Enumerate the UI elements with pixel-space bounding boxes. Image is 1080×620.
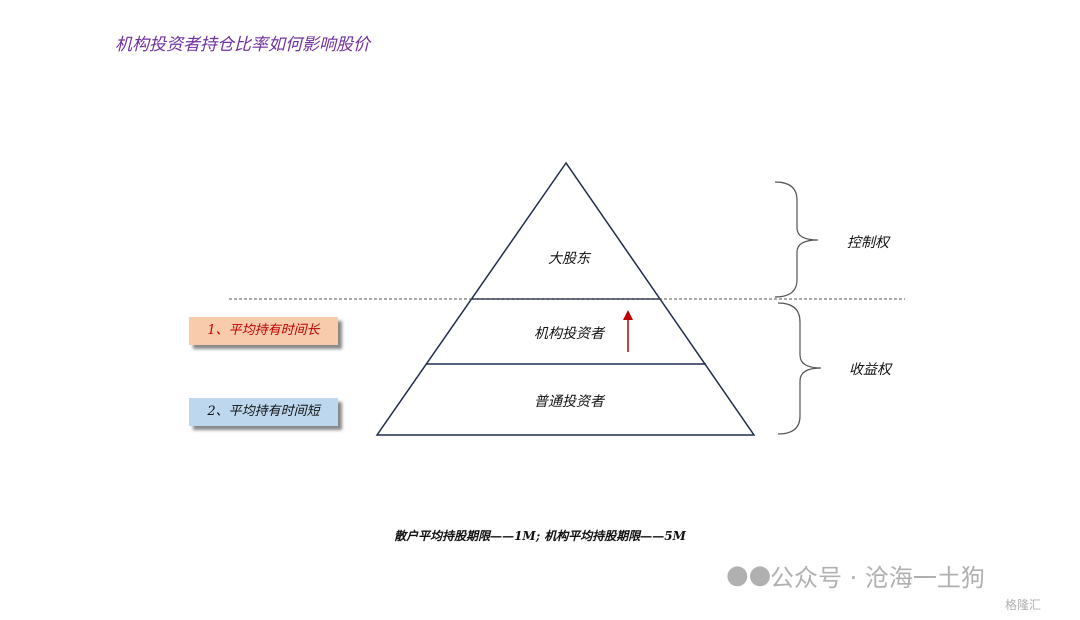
callout-long-holding: 1、平均持有时间长 [189,317,338,345]
tier-retail-investors: 普通投资者 [534,394,604,410]
watermark-text: 公众号 · 沧海一土狗 [770,564,985,592]
brace-lower [777,302,822,435]
footnote: 散户平均持股期限——1M; 机构平均持股期限——5M [394,529,686,543]
watermark-brand: 格隆汇 [1005,598,1042,612]
slide-title: 机构投资者持仓比率如何影响股价 [115,35,370,55]
brace-upper [774,181,819,298]
wechat-icon: ●● [726,560,772,590]
tier-institutional-investors: 机构投资者 [534,326,604,342]
tier-major-shareholders: 大股东 [548,251,590,267]
income-rights-label: 收益权 [849,362,891,378]
control-rights-label: 控制权 [847,235,889,251]
callout-short-holding: 2、平均持有时间短 [189,398,338,426]
